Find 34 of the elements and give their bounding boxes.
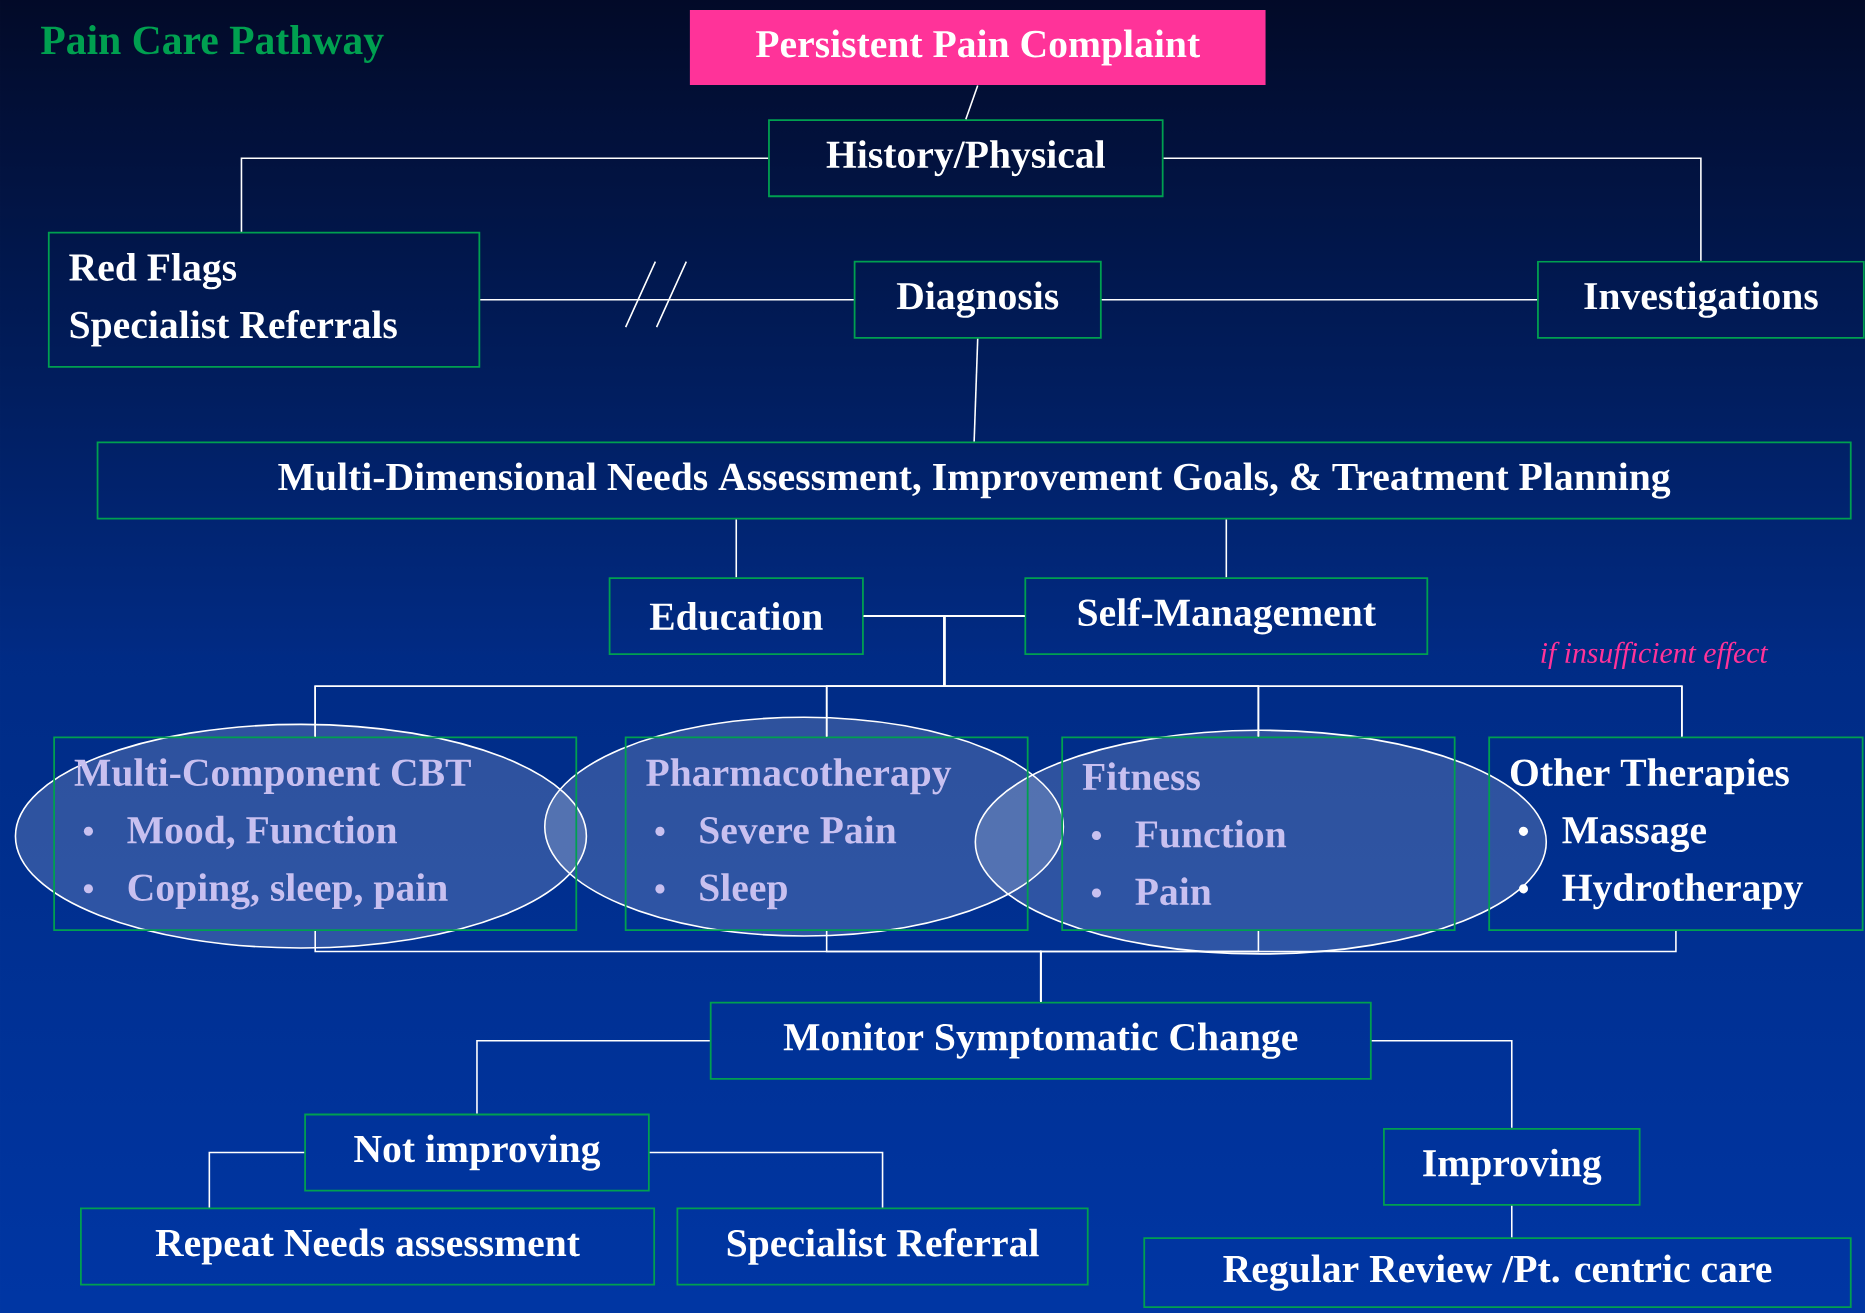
process-box: Repeat Needs assessment: [80, 1207, 656, 1286]
process-box: Investigations: [1537, 260, 1865, 339]
connector: [1162, 157, 1702, 262]
connector: [735, 518, 738, 578]
therapy-box: Fitness Function Pain: [1061, 736, 1456, 931]
process-box: Regular Review /Pt. centric care: [1143, 1237, 1852, 1309]
process-box: Education: [608, 577, 864, 656]
connector: [1039, 930, 1677, 1003]
process-box: Monitor Symptomatic Change: [709, 1001, 1372, 1080]
therapy-box: Pharmacotherapy Severe Pain Sleep: [624, 736, 1029, 931]
connector: [973, 337, 979, 443]
process-box: Not improving: [304, 1113, 650, 1192]
connector: [1370, 1039, 1513, 1129]
connector: [1225, 518, 1228, 578]
start-box: Persistent Pain Complaint: [689, 10, 1266, 85]
connector: [208, 1151, 305, 1209]
therapy-box: Other Therapies Massage Hydrotherapy: [1488, 736, 1864, 931]
process-box: Improving: [1383, 1127, 1641, 1206]
note-text: if insufficient effect: [1541, 641, 1769, 669]
process-box: Specialist Referral: [676, 1207, 1089, 1286]
connector: [1100, 298, 1538, 301]
connector: [240, 157, 769, 233]
connector: [476, 1039, 711, 1115]
process-box: Self-Management: [1024, 577, 1429, 656]
process-box: History/Physical: [768, 119, 1164, 198]
title: Pain Care Pathway: [41, 25, 384, 63]
process-box: Red Flags Specialist Referrals: [47, 231, 481, 368]
process-box: Diagnosis: [853, 260, 1102, 339]
therapy-box: Multi-Component CBT Mood, Function Coping, sleep, pain: [53, 736, 578, 931]
connector: [965, 84, 979, 120]
connector: [479, 298, 855, 301]
connector: [648, 1151, 884, 1209]
connector: [1510, 1204, 1513, 1239]
process-box: Multi-Dimensional Needs Assessment, Improvement Goals, & Treatment Planning: [96, 441, 1852, 520]
